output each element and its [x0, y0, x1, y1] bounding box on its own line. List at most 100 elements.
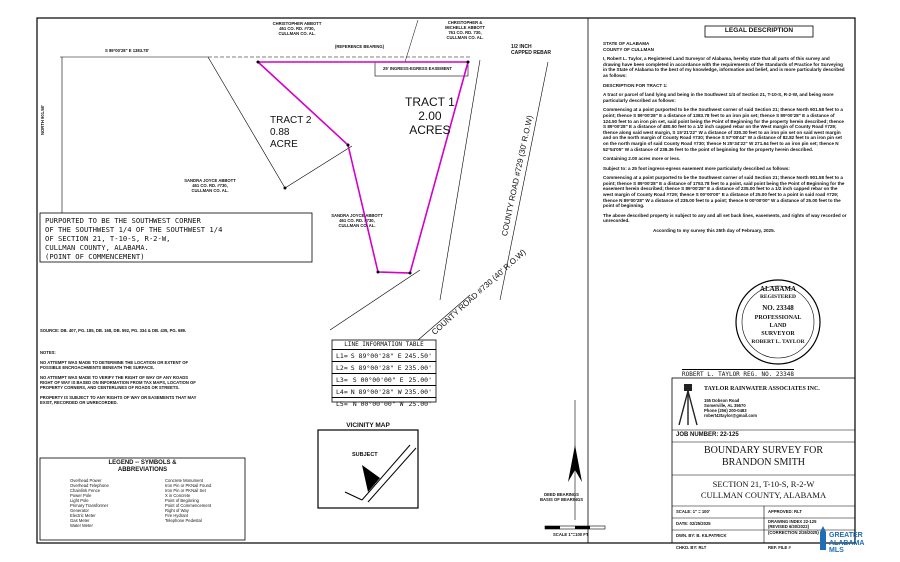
adjoiner-sandra-west: SANDRA JOYCE ABBOTT 461 CO. RD. #730, CU… [175, 178, 245, 193]
adjoiner-christopher-abbott: CHRISTOPHER ABBOTT 461 CO. RD. #730, CUL… [262, 21, 332, 36]
line-id: L2= [336, 363, 348, 372]
tract1-label: TRACT 1 2.00 ACRES [405, 95, 455, 137]
tb-revised: (REVISED 6/30/2022) [768, 524, 809, 529]
bearing-top: S 89°00'28" E 1383.78' [105, 48, 149, 53]
commencement-box [39, 212, 313, 263]
iron-pin-pob [256, 60, 260, 64]
firm-email: robert43taylor@gmail.com [704, 413, 757, 418]
tb-drawing-index: DRAWING INDEX 22-125 [768, 519, 817, 524]
firm-city: Somerville, AL 35670 [704, 403, 746, 408]
adjoiner-address: 461 CO. RD. #730, [339, 218, 375, 223]
tb-ref: REF. FILE # [768, 545, 791, 550]
legend-title-2: ABBREVIATIONS [117, 467, 168, 473]
surveyor-tripod-logo [678, 384, 698, 426]
note-3: PROPERTY IS SUBJECT TO ANY RIGHTS OF WAY… [40, 395, 197, 405]
adjoiner-county: CULLMAN CO. AL. [191, 188, 229, 193]
legal-according: According to my survey this 25th day of … [653, 228, 775, 234]
tract2-south-line [284, 145, 353, 189]
firm-phone: Phone (256) 200-0483 [704, 408, 747, 413]
seal-inner [741, 285, 815, 359]
line-bearing: N 89°00'28" W [350, 387, 402, 396]
legal-desc-title: DESCRIPTION FOR TRACT 1: [603, 82, 668, 88]
line-dist: 235.00' [404, 387, 432, 396]
vicinity-title: VICINITY MAP [346, 422, 390, 429]
tract1-boundary [257, 61, 470, 274]
legend-item: Light Pole [70, 498, 89, 503]
adjoiner-name: CHRISTOPHER ABBOTT [272, 21, 322, 26]
tract1-area: 2.00 [418, 109, 442, 123]
easement-label: 25' INGRESS-EGRESS EASEMENT [383, 66, 452, 71]
rebar-size: 1/2 INCH [511, 44, 532, 50]
note-1: NO ATTEMPT WAS MADE TO DETERMINE THE LOC… [40, 360, 189, 370]
tract2-area: 0.88 [270, 127, 290, 138]
vicinity-road-2 [367, 447, 417, 503]
reference-bearing: (REFERENCE BEARING) [335, 44, 385, 49]
adjoiner-divider [404, 19, 419, 63]
legal-containing: Containing 2.00 acres more or less. [603, 156, 681, 162]
line-dist: 245.50' [404, 351, 432, 360]
seal-registered: REGISTERED [759, 294, 797, 300]
adjoiner-christopher-michelle: CHRISTOPHER & MICHELLE ABBOTT 761 CO. RD… [430, 20, 500, 40]
legend-item: Overhead Power [70, 478, 102, 483]
adjoiner-address: 461 CO. RD. #730, [279, 26, 315, 31]
tract2-west-line [207, 56, 286, 189]
legend-item: Telephone Pedestal [165, 518, 202, 523]
legal-intro: I, Robert L. Taylor, a Registered Land S… [603, 56, 845, 78]
firm-address: 155 Dobson Road Somerville, AL 35670 Pho… [704, 398, 757, 418]
adjoiner-address: 761 CO. RD. 730, [448, 30, 482, 35]
survey-title: BOUNDARY SURVEY FOR BRANDON SMITH [672, 445, 855, 469]
title-block [671, 377, 856, 544]
line-bearing: S 00°00'00" E [352, 375, 404, 384]
tract2-name: TRACT 2 [270, 115, 312, 126]
legend-item: Gas Meter [70, 518, 90, 523]
adjoiner-county: CULLMAN CO. AL. [338, 223, 376, 228]
legal-subject: Subject to: a 25 foot ingress-egress eas… [603, 165, 790, 171]
legend-item: Right of Way [165, 508, 189, 513]
bearing-north: NORTH 901.58' [40, 105, 45, 135]
legend-title: LEGEND -- SYMBOLS & ABBREVIATIONS [40, 460, 245, 474]
legend-item: Iron Pin or PKNail Set [165, 488, 206, 493]
legal-desc-a: A tract or parcel of land lying and bein… [603, 92, 834, 103]
commencement-line-5: (POINT OF COMMENCEMENT) [45, 252, 145, 261]
line-id: L4= [336, 387, 348, 396]
deed-bearings-line-1: DEED BEARINGS [544, 492, 579, 497]
adjoiner-address: 461 CO. RD. #730, [192, 183, 228, 188]
cr729-west-margin [439, 59, 481, 301]
iron-pin-rebar [466, 60, 470, 64]
iron-pin-t2 [283, 186, 287, 190]
legal-county: COUNTY OF CULLMAN [603, 46, 654, 52]
iron-pin-se [408, 271, 412, 275]
firm-name: TAYLOR RAINWATER ASSOCIATES INC. [704, 386, 820, 392]
legal-header: LEGAL DESCRIPTION [724, 27, 794, 34]
scale-bar-fill-1 [545, 526, 560, 529]
legal-header-box [704, 25, 814, 38]
tb-drawing: DRAWING INDEX 22-125 (REVISED 6/30/2022) [768, 519, 816, 529]
watermark-line-3: MLS [829, 547, 844, 554]
seal-land: LAND [769, 323, 787, 329]
mls-watermark: GREATER ALABAMA MLS [829, 532, 864, 555]
tract2-label: TRACT 2 0.88 ACRE [270, 115, 312, 151]
iron-pin-sw [376, 270, 380, 274]
cr730-north-margin [329, 269, 421, 331]
line-table-title: LINE INFORMATION TABLE [344, 341, 424, 348]
seal-text: ALABAMA REGISTERED NO. 23348 PROFESSIONA… [736, 285, 820, 346]
line-bearing: N 00°00'00" W [352, 399, 404, 408]
legal-above: The above described property is subject … [603, 212, 847, 224]
deed-bearings-line-2: BASIS OF BEARINGS [540, 497, 584, 502]
adjoiner-name-2: MICHELLE ABBOTT [445, 25, 485, 30]
job-number: JOB NUMBER: 22-125 [676, 432, 739, 438]
legend-item: Power Pole [70, 493, 92, 498]
iron-pin-w [346, 143, 350, 147]
legend-item: Water Meter [70, 523, 93, 528]
vicinity-road-3 [344, 491, 363, 501]
legend-title-1: LEGEND -- SYMBOLS & [108, 460, 177, 466]
commencement-note: PURPORTED TO BE THE SOUTHWEST CORNER OF … [45, 216, 222, 261]
